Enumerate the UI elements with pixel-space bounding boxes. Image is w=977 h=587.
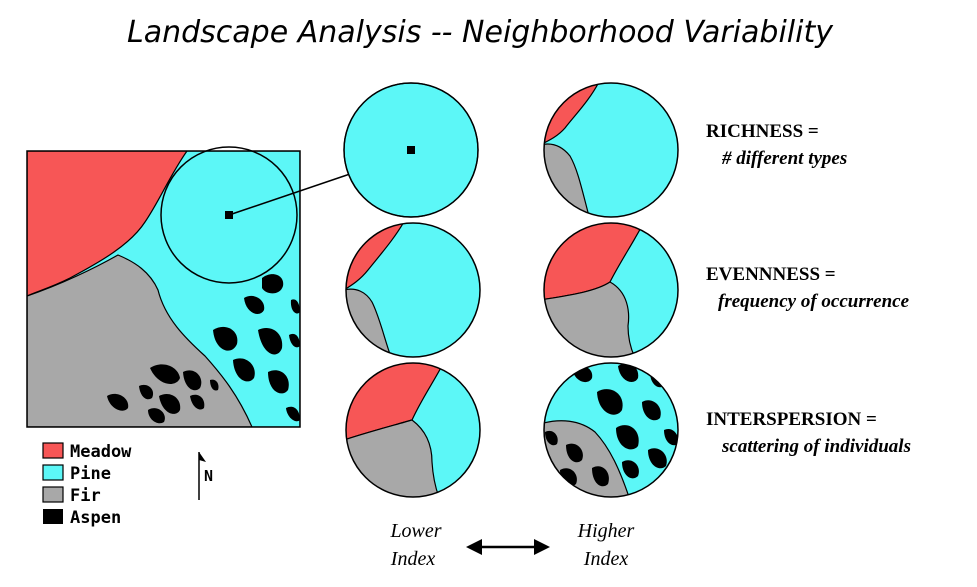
center-marker [407,146,415,154]
metric-name-interspersion: INTERSPERSION = [706,409,877,430]
legend-label-aspen: Aspen [70,508,121,528]
arrow-right-icon [534,539,550,555]
lower-index-label-line2: Index [390,548,436,570]
legend-item-fir: Fir [42,486,101,506]
circle-evenness-higher [543,222,679,358]
aspen-patches [107,274,300,424]
pine-region [346,223,480,357]
circle-outline [345,362,481,498]
legend-swatch-aspen [43,509,63,524]
north-arrow-head-icon [199,452,206,462]
circle-outline [343,82,479,218]
legend-label-pine: Pine [70,464,111,484]
legend-swatch-fir [42,486,64,503]
circle-outline [543,82,679,218]
circle-outline [543,362,679,498]
landscape-map-border [26,150,301,428]
north-label: N [204,467,213,485]
circle-interspersion-lower [345,362,481,498]
arrow-left-icon [466,539,482,555]
circle-outline [543,222,679,358]
circle-outline [345,222,481,358]
metric-desc-interspersion: scattering of individuals [721,436,911,457]
metric-name-evenness: EVENNNESS = [706,264,836,285]
circle-interspersion-higher [543,362,679,498]
circle-richness-lower [343,82,479,218]
lower-index-label-line1: Lower [389,520,441,542]
higher-index-label-line1: Higher [577,520,635,542]
metric-richness: RICHNESS = # different types [706,121,847,169]
metric-evenness: EVENNNESS = frequency of occurrence [706,264,910,312]
higher-index-label-line2: Index [583,548,629,570]
legend-swatch-meadow [42,442,64,459]
north-arrow: N [198,452,213,500]
legend-swatch-pine [42,464,64,481]
connector-line [228,174,348,216]
metric-desc-richness: # different types [721,148,847,169]
legend-item-pine: Pine [42,464,111,484]
metric-desc-evenness: frequency of occurrence [718,291,910,312]
circle-evenness-lower [345,222,481,358]
legend-item-aspen: Aspen [43,508,121,528]
legend: Meadow Pine Fir Aspen [42,442,132,528]
index-axis: Lower Index Higher Index [389,520,634,570]
neighborhood-window [160,146,298,284]
legend-label-fir: Fir [70,486,101,506]
metric-name-richness: RICHNESS = [706,121,819,142]
landscape-map [27,151,300,427]
circle-richness-higher [543,82,679,218]
legend-label-meadow: Meadow [70,442,132,462]
legend-item-meadow: Meadow [42,442,132,462]
metric-interspersion: INTERSPERSION = scattering of individual… [706,409,911,457]
meadow-region [27,151,188,297]
page-title: Landscape Analysis -- Neighborhood Varia… [127,15,834,50]
